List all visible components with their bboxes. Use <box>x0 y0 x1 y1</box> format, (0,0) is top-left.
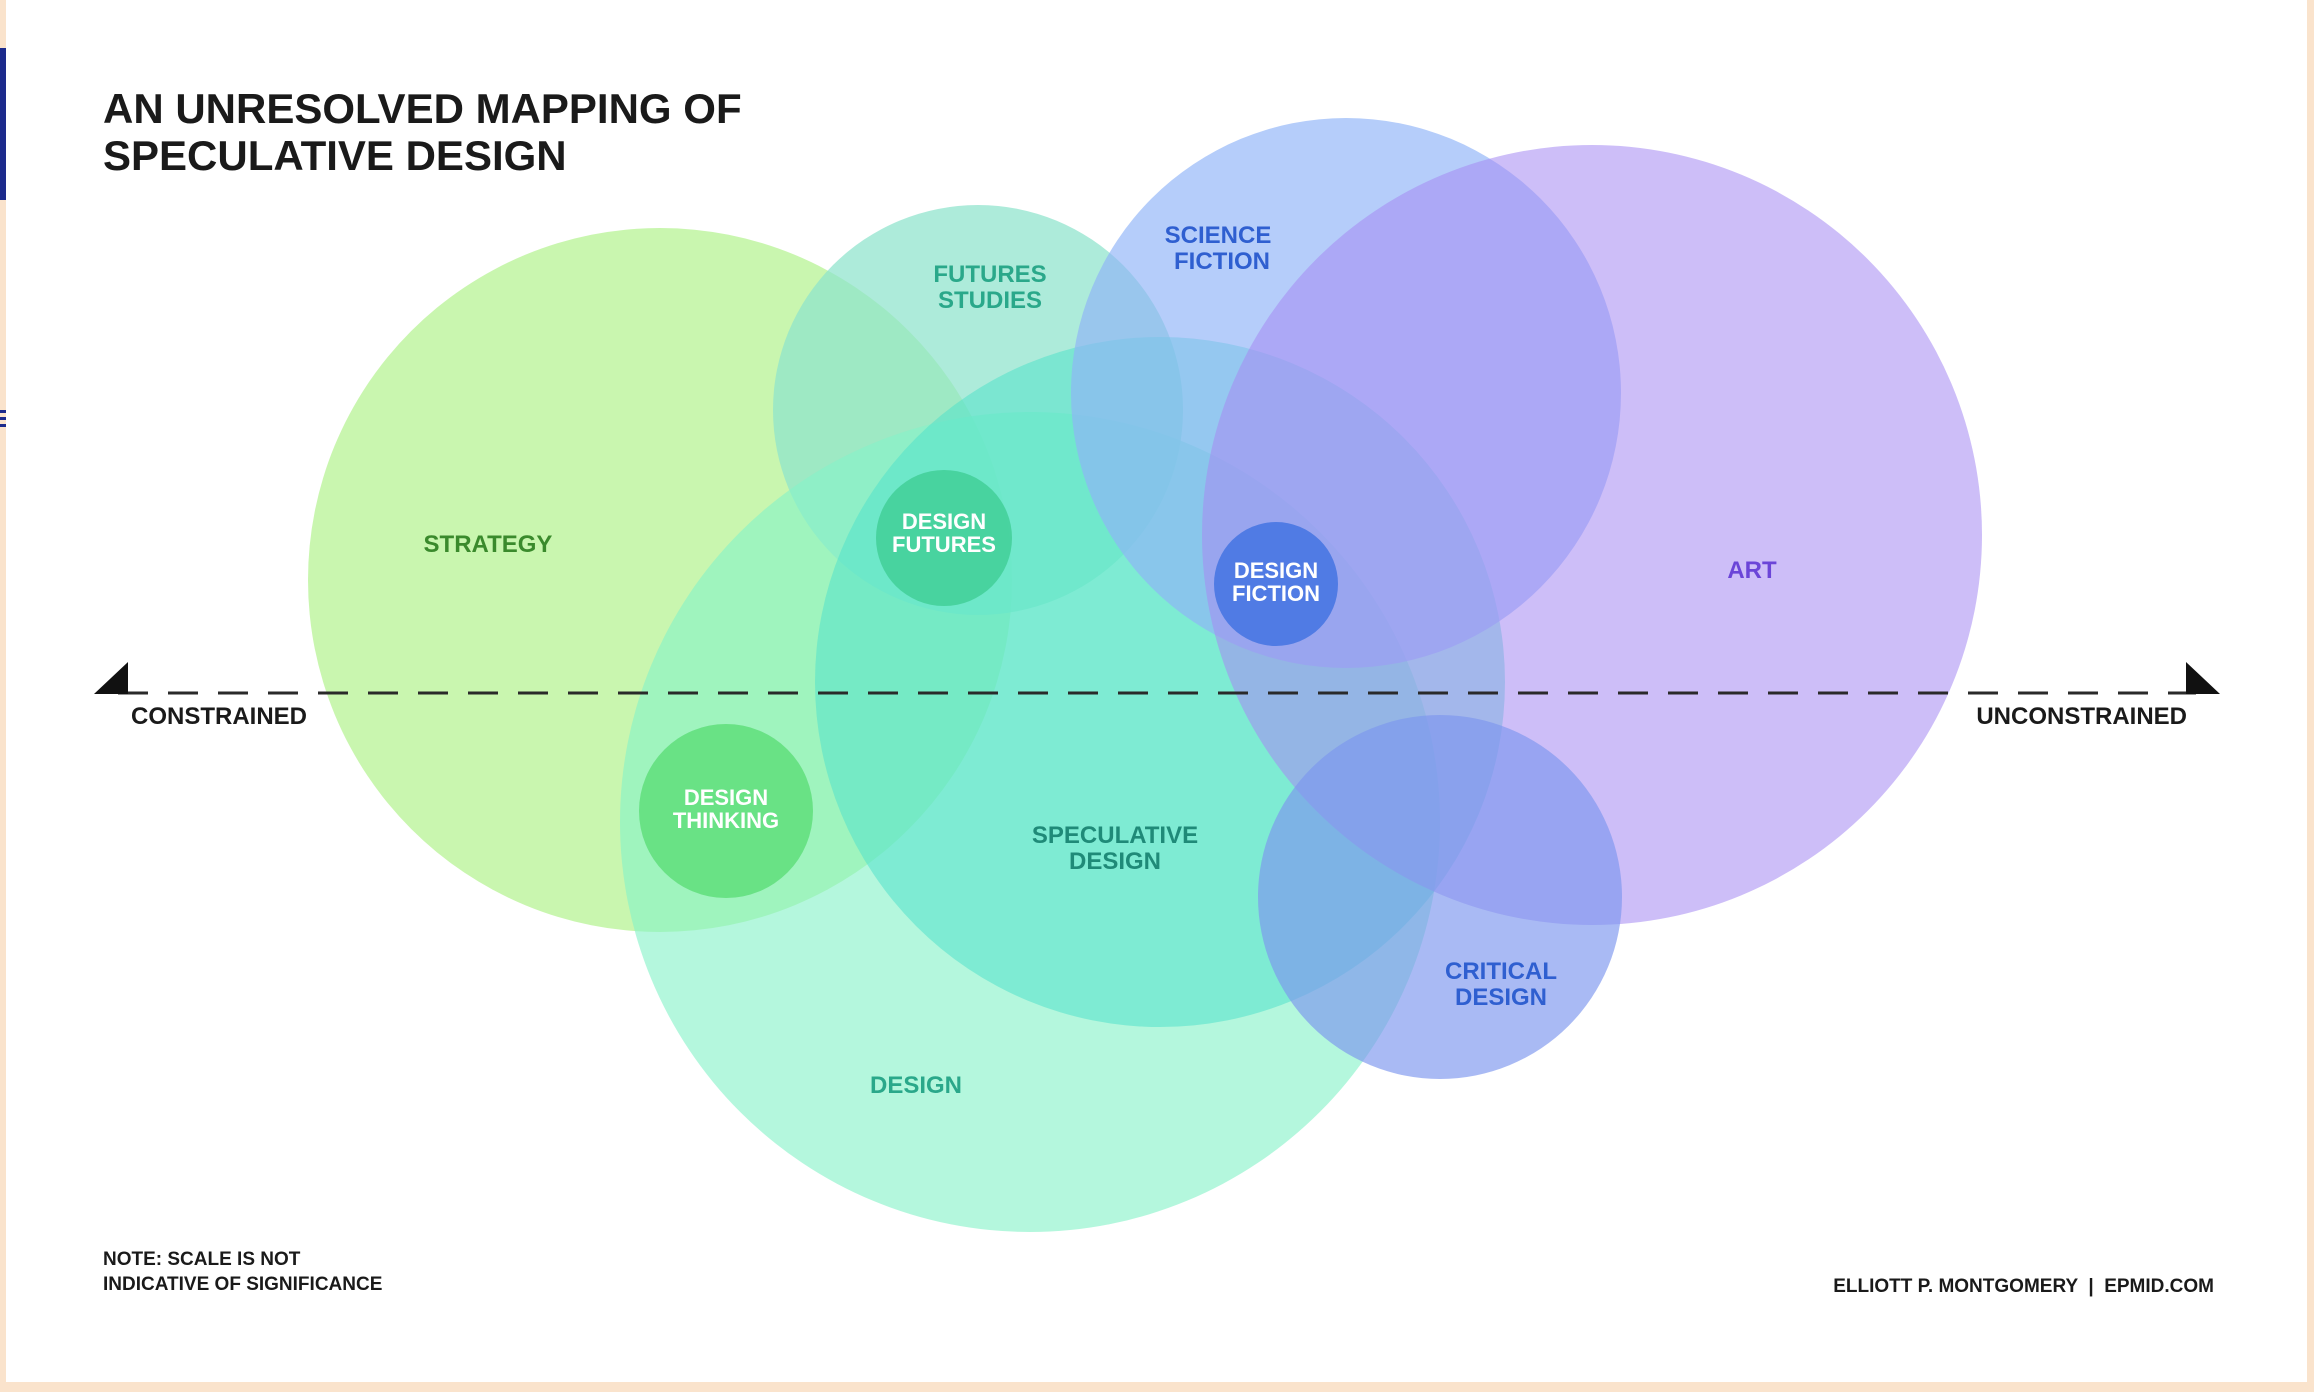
axis-right-label: UNCONSTRAINED <box>1976 703 2187 730</box>
circle-design-fiction <box>1214 522 1338 646</box>
label-speculative-design-line-1: SPECULATIVE <box>1032 822 1198 849</box>
label-design-fiction-line-2: FICTION <box>1232 581 1320 606</box>
diagram-title-line-1: AN UNRESOLVED MAPPING OF <box>103 85 742 132</box>
label-design: DESIGN <box>870 1072 962 1099</box>
label-science-fiction-line-2: FICTION <box>1174 248 1270 275</box>
label-design-thinking-line-1: DESIGN <box>684 785 768 810</box>
label-critical-design-line-2: DESIGN <box>1455 984 1547 1011</box>
left-edge-tab <box>0 48 6 200</box>
label-speculative-design-line-2: DESIGN <box>1069 848 1161 875</box>
circle-design-futures <box>876 470 1012 606</box>
axis-right-arrow <box>2186 662 2220 694</box>
label-design-futures-line-1: DESIGN <box>902 509 986 534</box>
axis-left-label: CONSTRAINED <box>131 703 307 730</box>
label-design-futures-line-2: FUTURES <box>892 532 996 557</box>
label-strategy: STRATEGY <box>424 531 553 558</box>
circle-critical-design <box>1258 715 1622 1079</box>
label-design-fiction-line-1: DESIGN <box>1234 558 1318 583</box>
diagram-title-line-2: SPECULATIVE DESIGN <box>103 132 567 179</box>
label-science-fiction-line-1: SCIENCE <box>1165 222 1272 249</box>
label-design-thinking-line-2: THINKING <box>673 808 779 833</box>
note-line-2: INDICATIVE OF SIGNIFICANCE <box>103 1274 382 1295</box>
label-critical-design-line-1: CRITICAL <box>1445 958 1557 985</box>
axis-left-arrow <box>94 662 128 694</box>
credit-text: ELLIOTT P. MONTGOMERY | EPMID.COM <box>1833 1276 2214 1297</box>
circle-design-thinking <box>639 724 813 898</box>
left-edge-menu-icon <box>0 410 6 432</box>
label-futures-studies-line-1: FUTURES <box>933 261 1046 288</box>
note-line-1: NOTE: SCALE IS NOT <box>103 1249 301 1270</box>
label-art: ART <box>1727 557 1777 584</box>
label-futures-studies-line-2: STUDIES <box>938 287 1042 314</box>
